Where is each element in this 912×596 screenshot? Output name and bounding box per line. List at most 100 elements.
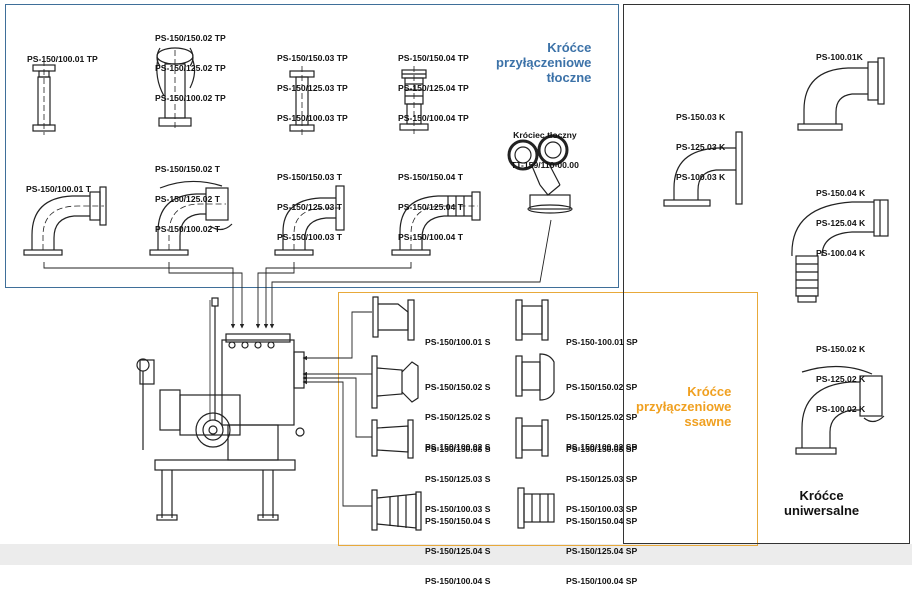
fitting-drawing-p-t-2 (149, 180, 233, 256)
part-code: PS-150/100.03 T (277, 232, 342, 242)
fitting-drawing-u-4 (791, 199, 889, 303)
fitting-drawing-p-tp-3 (289, 66, 315, 135)
part-code: PS-150/125.02 S (425, 412, 491, 422)
part-code: PS-150/150.03 SP (566, 444, 638, 454)
part-label-sp-4: PS-150/150.04 SP PS-150/125.04 SP PS-150… (566, 496, 637, 596)
category-label-pressure: Króćce przyłączeniowe tłoczne (496, 40, 591, 85)
category-line: ssawne (684, 414, 732, 429)
category-line: uniwersalne (784, 503, 860, 518)
part-code: PS-150-100.01 SP (566, 337, 638, 347)
part-code: PS-150/100.04 SP (566, 576, 638, 586)
fitting-drawing-sp-1 (515, 299, 549, 341)
category-label-suction: Króćce przyłączeniowe ssawne (636, 384, 731, 429)
category-line: przyłączeniowe (496, 55, 592, 70)
fitting-drawing-u-3 (663, 131, 743, 207)
part-code: PS-150/150.04 TP (398, 53, 469, 63)
part-code: PS-150/125.04 TP (398, 83, 469, 93)
fitting-drawing-sp-2 (515, 353, 555, 401)
part-code: PS-150/150.02 SP (566, 382, 638, 392)
part-code: PS-150/100.02 SP (566, 442, 638, 452)
part-code: PS-150/100.02 T (155, 224, 220, 234)
part-label-sp-2: PS-150/150.02 SP PS-150/125.02 SP PS-150… (566, 362, 637, 462)
category-line: przyłączeniowe (636, 399, 732, 414)
fitting-drawing-p-t-4 (391, 191, 481, 256)
part-code: PS-150/150.04 SP (566, 516, 638, 526)
fitting-drawing-s-1 (372, 296, 415, 341)
part-code: PS-150/125.03 T (277, 202, 342, 212)
fitting-drawing-p-t-1 (23, 186, 107, 256)
part-code: PS-150/100.01 T (26, 184, 91, 194)
part-code: PS-125.02 K (816, 374, 866, 384)
part-label-p-tp-2: PS-150/150.02 TP PS-150/125.02 TP PS-150… (155, 13, 226, 113)
category-line: Króćce (799, 488, 844, 503)
part-code: PS-150/150.04 T (398, 172, 463, 182)
category-line: Króćce (687, 384, 732, 399)
part-code: PS-150/125.02 SP (566, 412, 638, 422)
part-code: PS-150/100.04 T (398, 232, 463, 242)
part-code: PS-150/125.03 TP (277, 83, 348, 93)
part-code: PS-125.04 K (816, 218, 866, 228)
part-label-p-t-4: PS-150/150.04 T PS-150/125.04 T PS-150/1… (398, 152, 463, 252)
part-code: PS-150/125.02 T (155, 194, 220, 204)
part-code: PS-150/125.04 S (425, 546, 491, 556)
part-code: PS-100.02 K (816, 404, 866, 414)
part-label-p-tp-1: PS-150/100.01 TP (27, 34, 98, 74)
pressure-fittings-box (5, 4, 619, 288)
fitting-drawing-p-t-3 (274, 185, 345, 256)
part-code: PS-150.03 K (676, 112, 726, 122)
part-label-p-tp-3: PS-150/150.03 TP PS-150/125.03 TP PS-150… (277, 33, 348, 133)
part-label-s-2: PS-150/150.02 S PS-150/125.02 S PS-150/1… (425, 362, 490, 462)
bottom-band (0, 544, 912, 565)
pressure-leader-lines (43, 219, 552, 329)
fitting-drawing-s-4 (371, 489, 422, 531)
part-code: PS-150/100.01 S (425, 337, 491, 347)
pump-drawing (136, 297, 305, 521)
part-code: PS-150/100.02 S (425, 442, 491, 452)
category-label-universal: Króćce uniwersalne (784, 488, 859, 518)
part-code: PS-150/150.03 S (425, 444, 491, 454)
part-code: PS-150/150.03 TP (277, 53, 348, 63)
part-code: PS-100.03 K (676, 172, 726, 182)
part-label-sp-3: PS-150/150.03 SP PS-150/125.03 SP PS-150… (566, 424, 637, 524)
part-label-p-t-3: PS-150/150.03 T PS-150/125.03 T PS-150/1… (277, 152, 342, 252)
category-line: Króćce (547, 40, 592, 55)
part-label-s-1: PS-150/100.01 S (425, 317, 490, 357)
part-code: PS-150/125.03 S (425, 474, 491, 484)
part-code: PS-150/150.02 TP (155, 33, 226, 43)
fitting-drawing-p-tp-4 (399, 66, 429, 134)
part-label-p-t-1: PS-150/100.01 T (26, 164, 91, 204)
suction-fittings-box (338, 292, 758, 546)
fitting-drawing-s-3 (371, 419, 414, 459)
fitting-drawing-u-1 (797, 57, 885, 131)
part-code: PS-150/100.04 TP (398, 113, 469, 123)
part-code: PS-150/100.03 TP (277, 113, 348, 123)
part-code: PS-125.03 K (676, 142, 726, 152)
part-code: PS-100.01K (816, 52, 863, 62)
suction-leader-lines (302, 311, 372, 507)
part-code: PS-100.04 K (816, 248, 866, 258)
part-code: PS-150/125.04 SP (566, 546, 638, 556)
part-label-u-2: PS-150.02 K PS-125.02 K PS-100.02 K (816, 324, 865, 424)
part-label-u-4: PS-150.04 K PS-125.04 K PS-100.04 K (816, 168, 865, 268)
part-code: Króciec tłoczny (513, 130, 577, 140)
part-code: PS-150/100.02 TP (155, 93, 226, 103)
part-label-p-tp-4: PS-150/150.04 TP PS-150/125.04 TP PS-150… (398, 33, 469, 133)
part-code: PS-150/125.04 T (398, 202, 463, 212)
drawing-canvas (23, 47, 889, 531)
part-label-s-4: PS-150/150.04 S PS-150/125.04 S PS-150/1… (425, 496, 490, 596)
part-code: PS-150/125.03 SP (566, 474, 638, 484)
part-code: TT-159/110-00.00 (511, 160, 579, 170)
fitting-drawing-p-tp-2 (156, 47, 196, 130)
part-code: PS-150.04 K (816, 188, 866, 198)
part-code: PS-150/150.02 T (155, 164, 220, 174)
part-code: PS-150/100.03 SP (566, 504, 638, 514)
part-label-p-t-2: PS-150/150.02 T PS-150/125.02 T PS-150/1… (155, 144, 220, 244)
universal-fittings-box (623, 4, 910, 544)
part-code: PS-150/100.03 S (425, 504, 491, 514)
part-code: PS-150/150.02 S (425, 382, 491, 392)
part-label-sp-1: PS-150-100.01 SP (566, 317, 638, 357)
part-label-u-1: PS-100.01K (816, 32, 863, 72)
fitting-drawing-sp-3 (515, 417, 549, 459)
fitting-drawing-u-2 (795, 365, 885, 455)
part-code: PS-150/100.01 TP (27, 54, 98, 64)
